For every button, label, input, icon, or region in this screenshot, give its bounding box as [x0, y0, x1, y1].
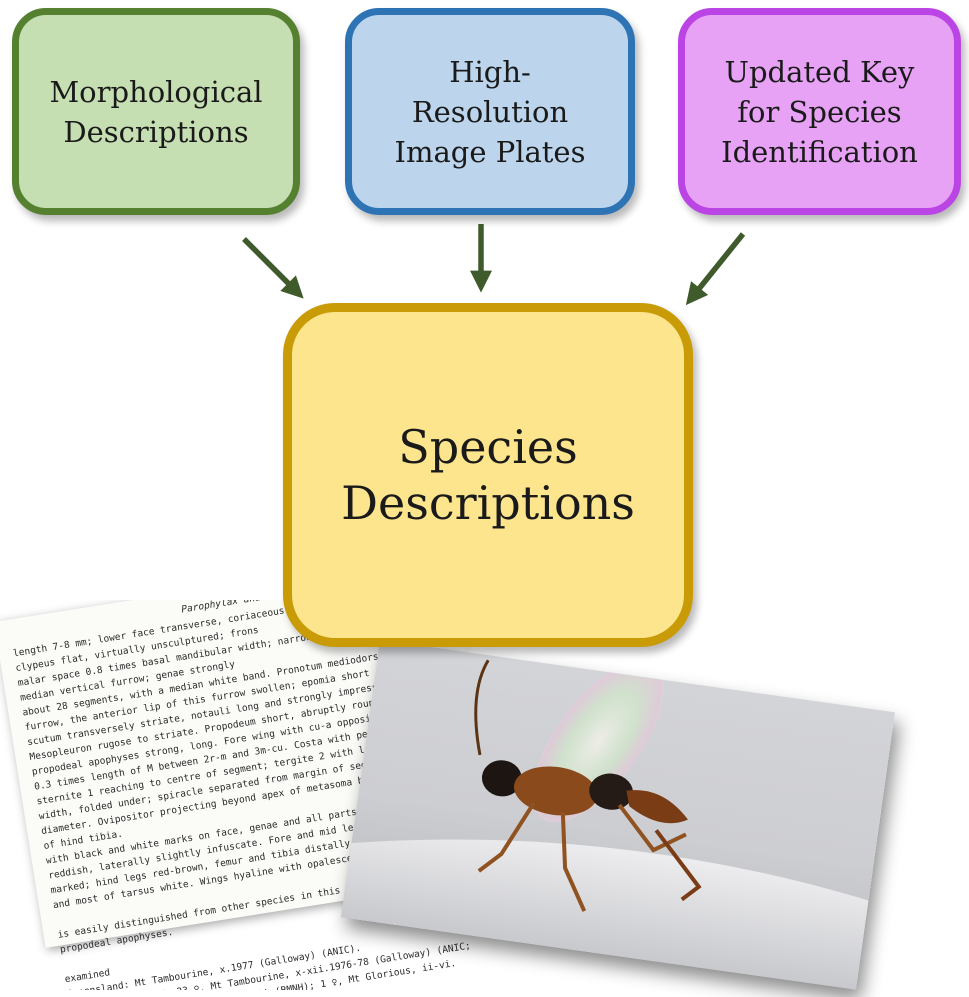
species-descriptions-box: Species Descriptions: [283, 303, 693, 647]
arrow-morphological-to-species: [244, 239, 299, 294]
species-descriptions-label: Species Descriptions: [341, 419, 635, 531]
arrow-key-to-species: [690, 234, 743, 300]
